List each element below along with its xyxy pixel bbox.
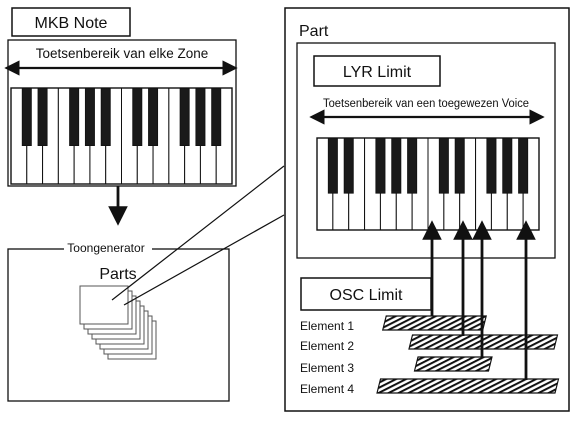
lyr-black-key <box>391 137 402 194</box>
osc-limit-title: OSC Limit <box>330 287 403 304</box>
lyr-black-key <box>327 137 338 194</box>
mkb-note-section: MKB Note Toetsenbereik van elke Zone <box>4 7 238 187</box>
mkb-note-title-box <box>11 7 131 37</box>
mkb-keyboard <box>10 87 233 185</box>
mkb-black-key <box>21 87 32 146</box>
element-4-range <box>376 378 560 394</box>
element-3-label: Element 3 <box>300 361 354 375</box>
part-card <box>79 285 129 325</box>
mkb-black-key <box>148 87 159 146</box>
mkb-black-key <box>195 87 206 146</box>
element-ranges <box>376 315 560 394</box>
mkb-black-key <box>69 87 80 146</box>
mkb-black-key <box>100 87 111 146</box>
lyr-black-key <box>486 137 497 194</box>
mkb-black-key <box>132 87 143 146</box>
lyr-black-key <box>438 137 449 194</box>
parts-label: Parts <box>99 266 136 283</box>
tone-generator-label: Toongenerator <box>67 241 144 255</box>
mkb-black-key <box>179 87 190 146</box>
lyr-black-key <box>518 137 529 194</box>
lyr-black-key <box>454 137 465 194</box>
lyr-black-key <box>502 137 513 194</box>
zoom-line-upper <box>111 165 285 301</box>
mkb-black-key <box>37 87 48 146</box>
mkb-note-title: MKB Note <box>35 15 108 32</box>
parts-stack <box>79 285 157 360</box>
element-1-range <box>381 315 487 331</box>
element-1-label: Element 1 <box>300 319 354 333</box>
part-panel: Part LYR Limit Toetsenbereik van een toe… <box>284 7 570 412</box>
lyr-limit-title-box <box>313 55 441 87</box>
part-title: Part <box>299 23 329 40</box>
element-4-label: Element 4 <box>300 382 354 396</box>
element-labels: Element 1 Element 2 Element 3 Element 4 <box>300 319 354 396</box>
lyr-black-key <box>375 137 386 194</box>
lyr-limit-title: LYR Limit <box>343 64 412 81</box>
lyr-keyboard <box>316 137 540 231</box>
lyr-black-key <box>407 137 418 194</box>
lyr-range-label: Toetsenbereik van een toegewezen Voice <box>323 98 529 110</box>
lyr-black-key <box>343 137 354 194</box>
element-2-label: Element 2 <box>300 339 354 353</box>
element-3-range <box>413 356 493 372</box>
mkb-keyboard-frame <box>10 87 233 185</box>
mkb-range-label: Toetsenbereik van elke Zone <box>36 46 209 61</box>
tone-generator-section: Toongenerator Parts <box>7 240 230 402</box>
element-arrows <box>422 220 536 380</box>
mkb-black-key <box>211 87 222 146</box>
mkb-black-key <box>84 87 95 146</box>
zoom-line-lower <box>123 214 285 306</box>
